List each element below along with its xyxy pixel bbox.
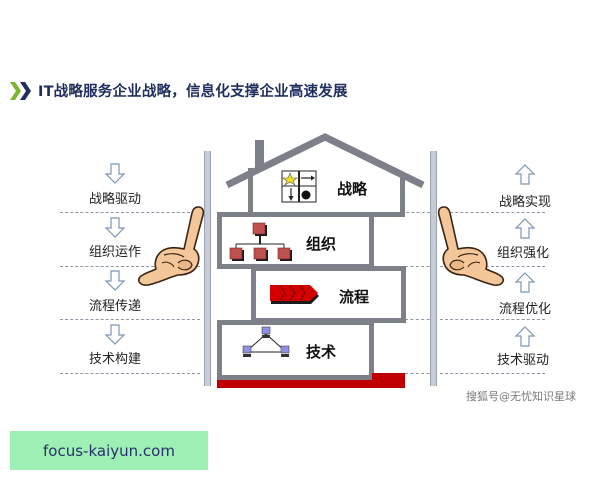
arrow-down-icon [104, 217, 126, 238]
foundation [217, 380, 405, 388]
house-diagram [217, 133, 425, 388]
right-post [430, 151, 437, 386]
arrow-down-icon [104, 163, 126, 184]
guide-line [440, 373, 545, 374]
floor-strategy-label: 战略 [337, 180, 368, 198]
arrow-up-icon [514, 326, 536, 347]
footer-badge: focus-kaiyun.com [10, 431, 208, 470]
pointing-hand-icon [437, 206, 504, 286]
left-label-organization: 组织运作 [88, 245, 141, 260]
guide-line [440, 266, 545, 267]
org-chart-icon [229, 222, 292, 261]
page-title: IT战略服务企业战略，信息化支撑企业高速发展 [38, 84, 348, 100]
arrow-up-icon [514, 272, 536, 293]
network-computers-icon [242, 326, 290, 357]
arrow-up-icon [514, 164, 536, 185]
pointing-hand-icon [138, 206, 205, 286]
guide-line [60, 319, 200, 320]
double-chevron-right-icon [10, 82, 31, 100]
title-bar [10, 80, 34, 102]
guide-line [60, 373, 200, 374]
guide-line [405, 319, 435, 320]
floor-technology-label: 技术 [306, 343, 337, 361]
left-post [204, 151, 211, 386]
right-label-technology: 技术驱动 [496, 353, 549, 368]
right-label-organization: 组织强化 [496, 246, 549, 261]
strategy-matrix-icon [281, 170, 317, 203]
arrow-down-icon [104, 270, 126, 291]
left-label-process: 流程传递 [88, 299, 141, 314]
right-label-strategy: 战略实现 [498, 195, 551, 210]
guide-line [440, 319, 545, 320]
chimney [255, 140, 264, 170]
footer-badge-text: focus-kaiyun.com [43, 441, 175, 460]
guide-line [60, 266, 200, 267]
floor-organization-label: 组织 [306, 235, 337, 253]
process-chevrons-icon [270, 285, 319, 304]
floor-process-label: 流程 [339, 288, 370, 306]
right-label-process: 流程优化 [498, 302, 551, 317]
watermark-text: 搜狐号@无忧知识星球 [466, 390, 576, 403]
left-label-strategy: 战略驱动 [88, 192, 141, 207]
left-label-technology: 技术构建 [88, 352, 141, 367]
guide-line [405, 266, 435, 267]
guide-line [60, 212, 200, 213]
arrow-up-icon [514, 218, 536, 239]
guide-line [440, 212, 545, 213]
guide-line [405, 373, 435, 374]
arrow-down-icon [104, 324, 126, 345]
